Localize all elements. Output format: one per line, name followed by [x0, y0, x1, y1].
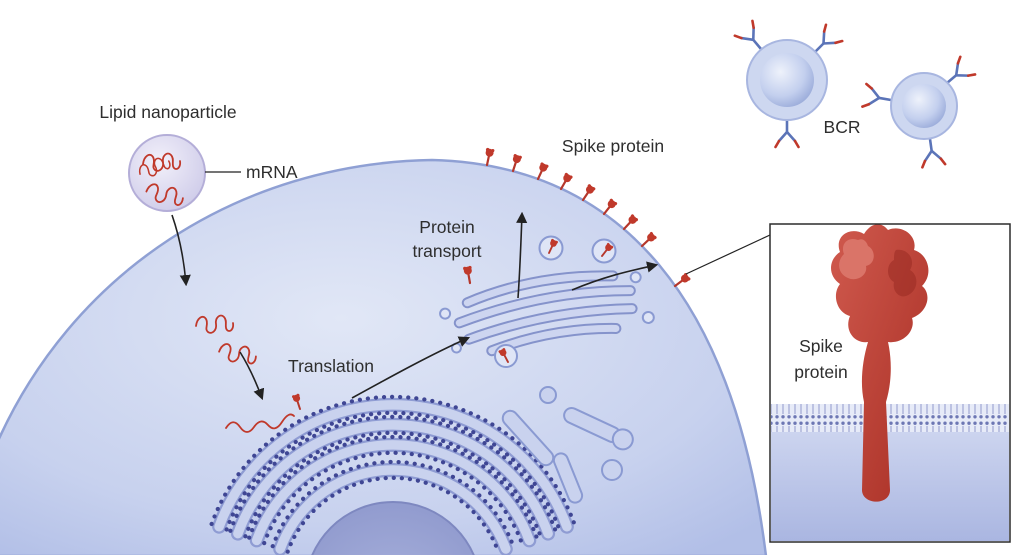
protein-transport-label-line2: transport — [412, 241, 481, 261]
inset-spike-label-line2: protein — [794, 362, 848, 382]
bcr-label: BCR — [824, 117, 861, 137]
golgi-vesicle — [439, 307, 452, 320]
cell-membrane — [0, 158, 768, 555]
lipid-nanoparticle — [128, 134, 206, 212]
spike-protein-inset: Spike protein — [769, 223, 1011, 543]
inset-border — [769, 223, 1011, 543]
translation-site — [225, 392, 305, 433]
golgi-vesicle — [641, 310, 655, 324]
arrow-vesicle-to-membrane — [571, 261, 659, 291]
mrna-strand — [225, 413, 295, 433]
transport-vesicle — [494, 344, 518, 368]
inset-cytoplasm — [771, 432, 1009, 541]
protein-transport-label-line1: Protein — [419, 217, 474, 237]
bcr-receptor-icon — [861, 82, 895, 113]
transport-vesicle — [538, 235, 564, 261]
endoplasmic-reticulum — [209, 386, 634, 555]
cell-body — [0, 158, 768, 555]
inset-spike-label-line1: Spike — [799, 336, 843, 356]
er-tubules — [501, 386, 634, 504]
lipid-nanoparticle-label: Lipid nanoparticle — [99, 102, 236, 122]
arrow-golgi-to-membrane — [516, 211, 528, 299]
arrow-mrna-to-er — [239, 351, 265, 401]
bcr-receptor-icon — [774, 118, 800, 149]
inset-spike-shadow — [888, 249, 917, 297]
inset-spike-highlight — [839, 238, 874, 280]
mrna-label: mRNA — [246, 162, 298, 182]
inset-connector-line — [685, 234, 771, 275]
bcr-receptor-icon — [917, 136, 947, 169]
b-cell-small — [861, 55, 977, 169]
transport-vesicle — [591, 238, 617, 264]
nucleus — [311, 501, 475, 555]
inset-lipid-bilayer-membrane — [771, 404, 1009, 432]
translation-label: Translation — [288, 356, 374, 376]
spike-protein-label: Spike protein — [562, 136, 664, 156]
golgi-vesicle — [629, 271, 642, 284]
b-cell-large — [733, 19, 844, 149]
arrow-translation-to-golgi — [351, 336, 471, 399]
arrow-nanoparticle-release — [171, 214, 191, 287]
ribosomes — [209, 394, 577, 554]
